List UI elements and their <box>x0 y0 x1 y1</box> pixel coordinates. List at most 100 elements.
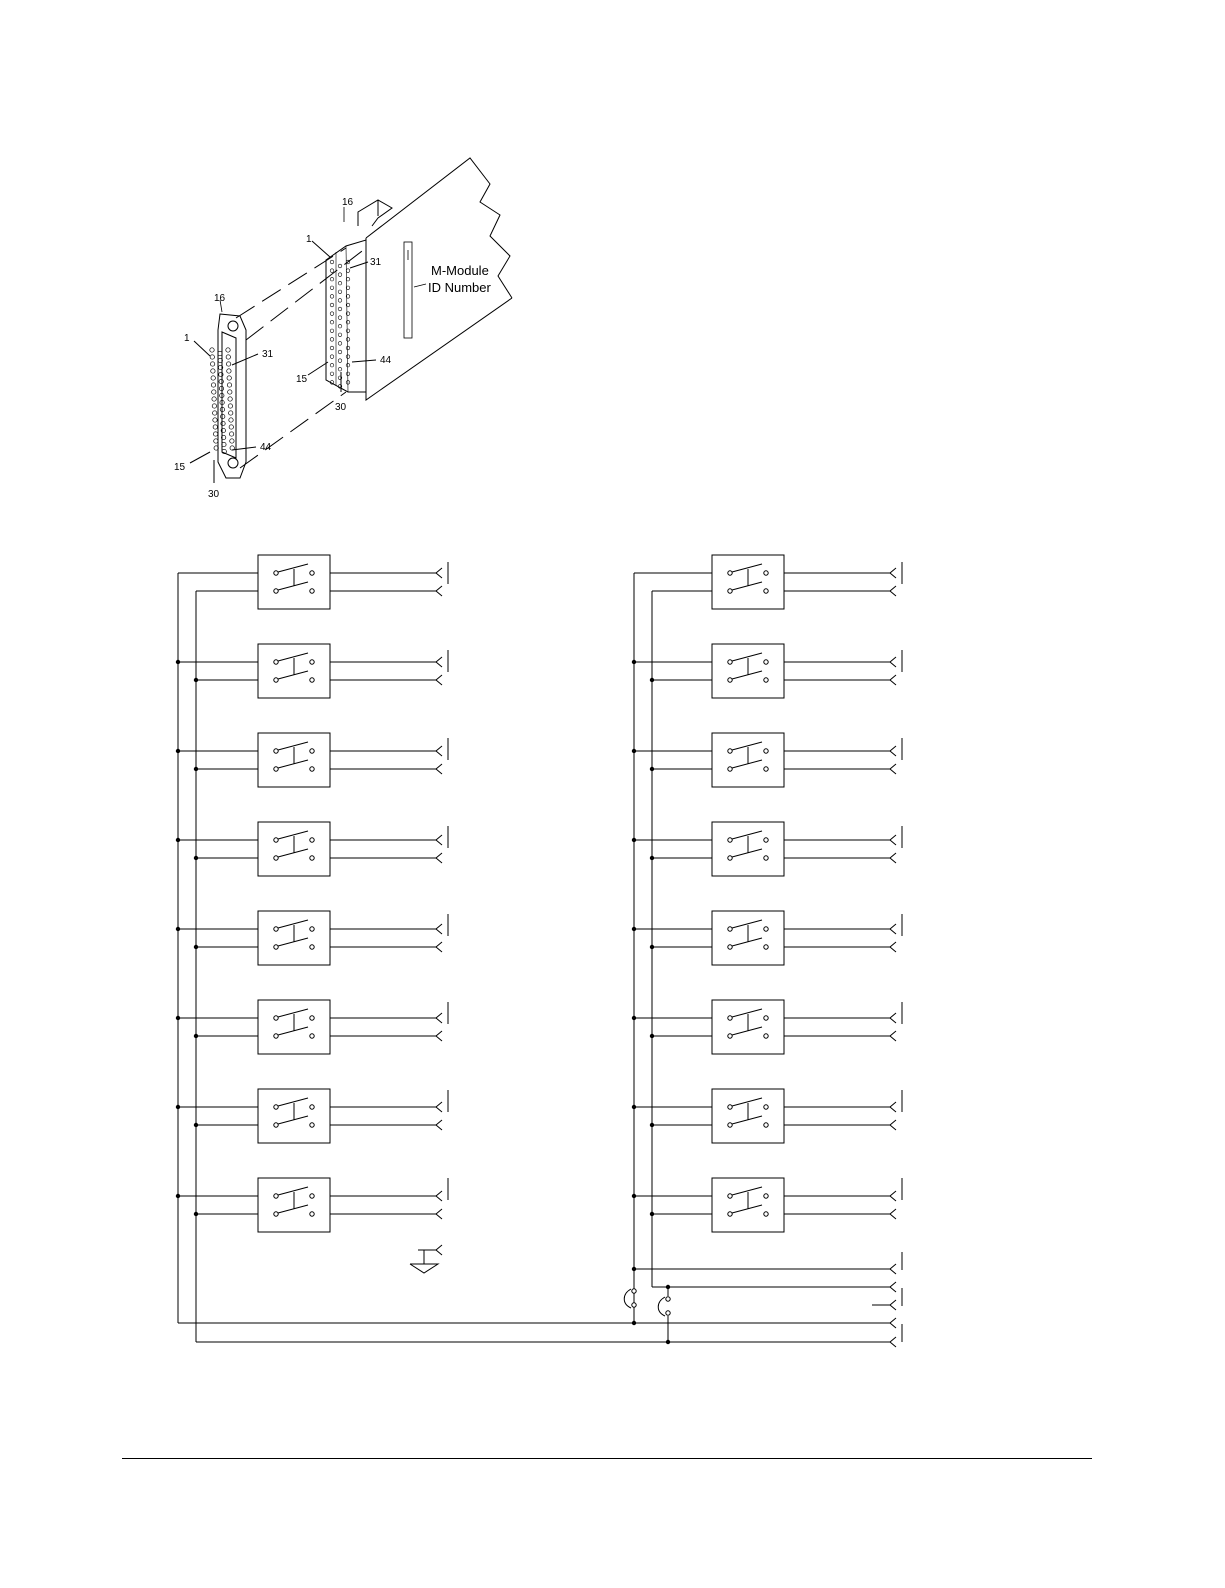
relay-contact <box>764 767 768 771</box>
relay-switch-blade <box>278 1116 308 1124</box>
socket-pin <box>346 269 350 273</box>
connector-pin-symbol <box>436 1031 442 1041</box>
relay-contact <box>728 927 732 931</box>
relay-contact <box>310 1034 314 1038</box>
relay-contact <box>728 660 732 664</box>
socket-pin <box>346 329 350 333</box>
bank-b-connector-pin <box>872 942 896 952</box>
socket-pin15-arrow <box>308 362 328 375</box>
connector-pin-symbol <box>890 1031 896 1041</box>
relay-bank-b-6 <box>704 1000 804 1054</box>
relay-switch-blade <box>278 653 308 661</box>
relay-contact <box>728 1016 732 1020</box>
relay-contact <box>310 678 314 682</box>
junction-dot <box>176 1105 180 1109</box>
bank-b-connector-pin <box>872 1102 896 1112</box>
relay-contact <box>764 589 768 593</box>
relay-switch-blade <box>732 1187 762 1195</box>
plug-pin <box>213 411 217 415</box>
relay-switch-blade <box>278 1098 308 1106</box>
jumper-a-contact <box>632 1303 636 1307</box>
plug-pin <box>228 390 232 394</box>
junction-dot <box>194 1034 198 1038</box>
relay-contact <box>274 1105 278 1109</box>
junction-dot <box>176 1194 180 1198</box>
socket-pin <box>330 312 334 316</box>
relay-contact <box>274 678 278 682</box>
relay-contact <box>764 945 768 949</box>
relay-contact <box>274 589 278 593</box>
relay-contact <box>728 1194 732 1198</box>
relay-bank-b-2 <box>704 644 804 698</box>
socket-pin <box>338 359 342 363</box>
plug-pin <box>213 425 217 429</box>
plug-pin-1-label: 1 <box>184 333 190 344</box>
relay-contact <box>764 749 768 753</box>
socket-pin <box>338 350 342 354</box>
socket-pin <box>338 324 342 328</box>
relay-contact <box>728 749 732 753</box>
plug-pin <box>227 383 231 387</box>
socket-pin <box>330 363 334 367</box>
plug-pin <box>226 355 230 359</box>
plug-pin <box>213 432 217 436</box>
plug-pin <box>212 390 216 394</box>
bank-a-connector-pin <box>418 1102 442 1112</box>
socket-pin <box>330 329 334 333</box>
relay-contact <box>310 1105 314 1109</box>
connector-pin-symbol <box>436 764 442 774</box>
junction-dot <box>632 660 636 664</box>
plug-connector <box>190 300 258 483</box>
relay-contact <box>310 1212 314 1216</box>
socket-pin <box>330 355 334 359</box>
relay-switch-blade <box>732 831 762 839</box>
relay-contact <box>274 856 278 860</box>
spare-pin <box>872 1300 896 1310</box>
ground-connector-pin <box>418 1245 442 1255</box>
plug-pin <box>212 397 216 401</box>
relay-contact <box>728 945 732 949</box>
relay-contact <box>764 660 768 664</box>
relay-contact <box>310 1016 314 1020</box>
plug-pin-15-label: 15 <box>174 462 186 473</box>
relay-switch-blade <box>732 1116 762 1124</box>
bank-b-connector-pin <box>872 1191 896 1201</box>
connector-pin-symbol <box>890 1120 896 1130</box>
plug-pin <box>210 348 214 352</box>
relay-switch-blade <box>278 564 308 572</box>
jumper-b-contact <box>666 1297 670 1301</box>
socket-pin <box>338 264 342 268</box>
connector-pin-symbol <box>890 1300 896 1310</box>
plug-pin <box>214 439 218 443</box>
connector-pin-symbol <box>436 1102 442 1112</box>
relay-switch-blade <box>278 1009 308 1017</box>
connector-pin-symbol <box>890 942 896 952</box>
junction-dot <box>194 678 198 682</box>
plug-pin-31-label: 31 <box>262 349 274 360</box>
socket-pin <box>346 338 350 342</box>
plug-pin <box>230 439 234 443</box>
bank-a-connector-pin <box>418 835 442 845</box>
plug-pin <box>227 369 231 373</box>
socket-pin <box>338 290 342 294</box>
relay-bank-b-5 <box>704 911 804 965</box>
bank-a-connector-pin <box>418 675 442 685</box>
bank-b-connector-pin <box>872 746 896 756</box>
relay-switch-blade <box>278 849 308 857</box>
socket-pin-44-label: 44 <box>380 355 392 366</box>
relay-switch-blade <box>732 1098 762 1106</box>
relay-contact <box>310 589 314 593</box>
jumper-b-link <box>658 1297 665 1316</box>
bank-b-connector-pin <box>872 835 896 845</box>
relay-switch-blade <box>732 1205 762 1213</box>
connector-pin-symbol <box>890 586 896 596</box>
relay-contact <box>310 945 314 949</box>
relay-contact <box>310 749 314 753</box>
connector-pin-symbol <box>890 1191 896 1201</box>
relay-contact <box>764 1105 768 1109</box>
plug-pin15-arrow <box>190 452 210 463</box>
relay-switch-blade <box>732 1027 762 1035</box>
relay-switch-blade <box>278 582 308 590</box>
connector-pin-symbol <box>890 746 896 756</box>
